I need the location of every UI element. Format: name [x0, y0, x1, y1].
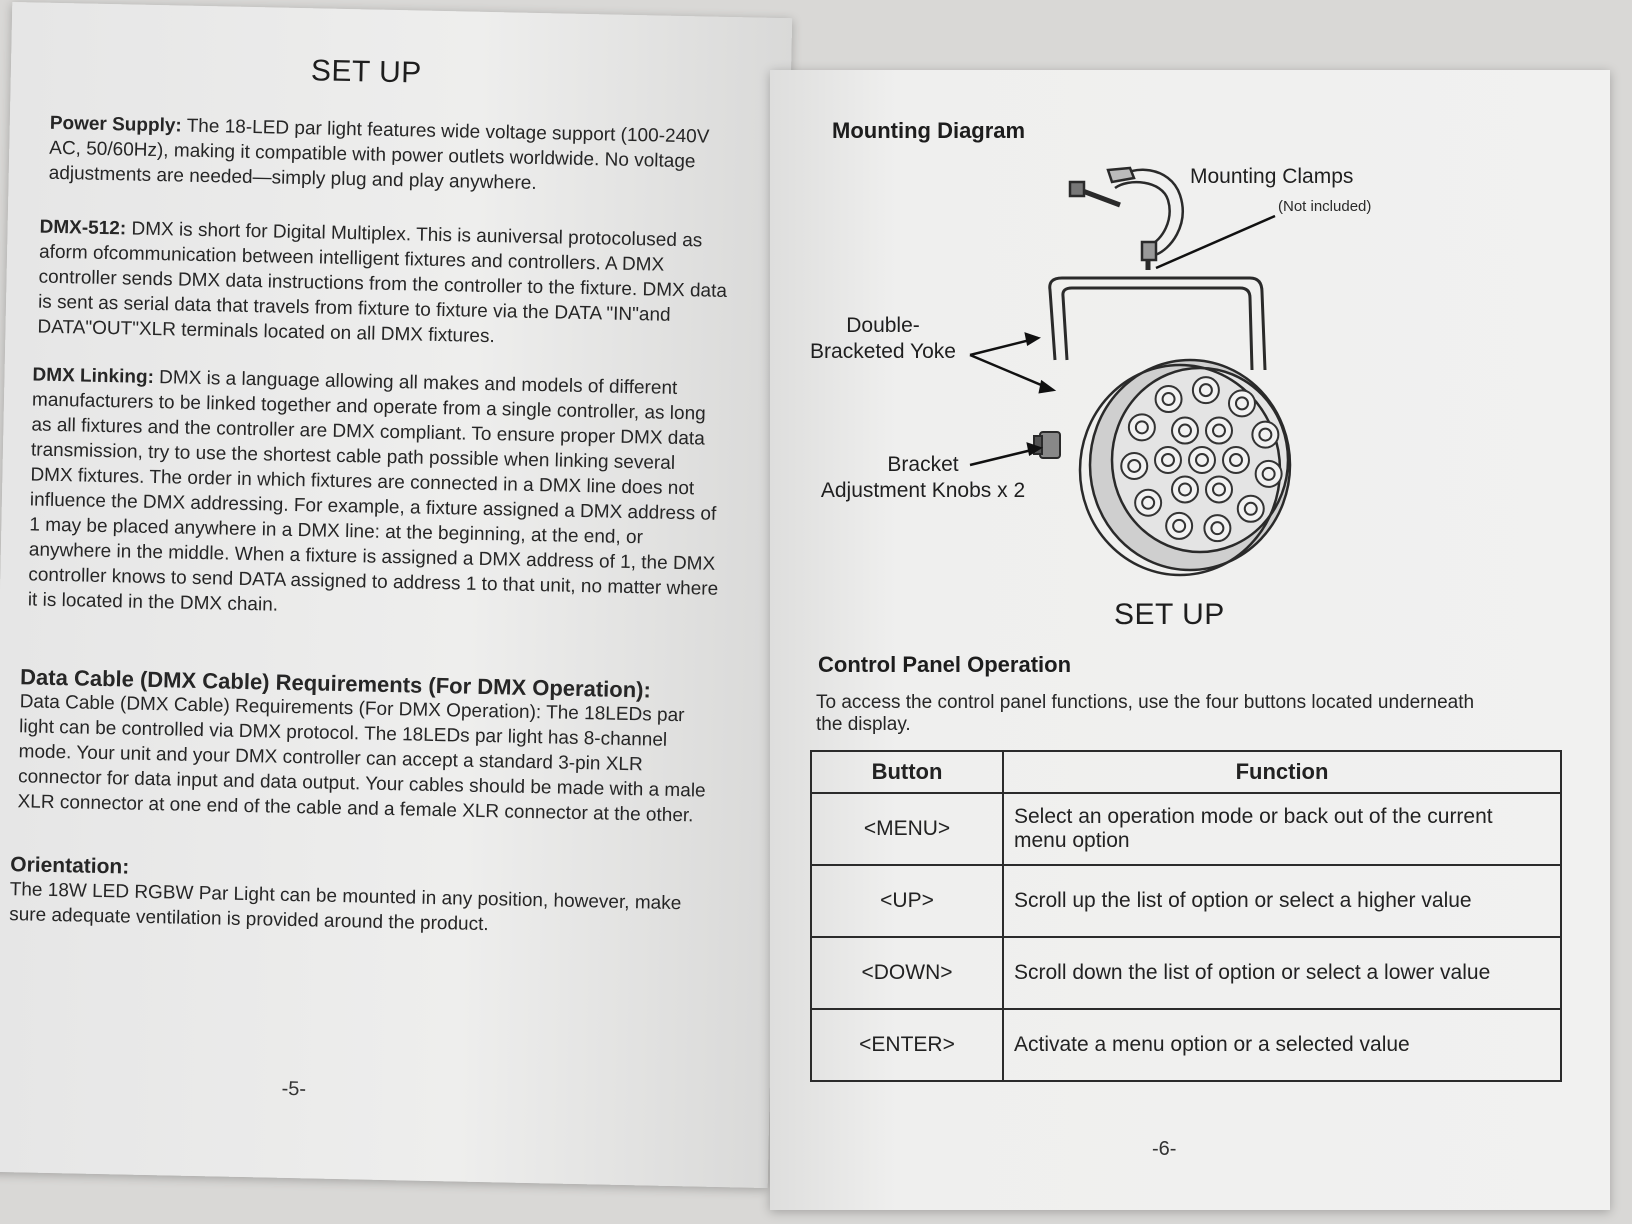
up-function-cell: Scroll up the list of option or select a…	[1002, 864, 1562, 938]
menu-button-cell: <MENU>	[810, 792, 1004, 866]
up-button-cell: <UP>	[810, 864, 1004, 938]
led-lens-inner	[1212, 482, 1226, 497]
mounting-diagram-heading: Mounting Diagram	[832, 118, 1026, 143]
led-lens-inner	[1198, 383, 1213, 398]
dmx512-paragraph: DMX-512: DMX is short for Digital Multip…	[37, 215, 744, 355]
enter-button-cell: <ENTER>	[810, 1008, 1004, 1082]
power-supply-label: Power Supply:	[49, 112, 182, 137]
left-page: SET UP Power Supply: The 18-LED par ligh…	[0, 1, 793, 1189]
led-lens-inner	[1243, 501, 1258, 516]
left-page-number: -5-	[281, 1077, 307, 1101]
yoke-label-line1: Double-	[846, 314, 920, 337]
menu-function-cell: Select an operation mode or back out of …	[1002, 792, 1562, 866]
led-lens	[1171, 416, 1199, 445]
enter-function-cell: Activate a menu option or a selected val…	[1002, 1008, 1562, 1082]
dmx512-label: DMX-512:	[39, 216, 127, 240]
led-lens-inner	[1234, 396, 1249, 411]
led-lens	[1191, 376, 1220, 405]
dmx-linking-paragraph: DMX Linking: DMX is a language allowing …	[28, 362, 723, 626]
left-page-title: SET UP	[310, 54, 423, 90]
right-page: Mounting Diagram	[770, 70, 1610, 1210]
data-cable-paragraph: Data Cable (DMX Cable) Requirements (For…	[17, 664, 720, 829]
led-lens	[1127, 413, 1156, 442]
control-panel-intro: To access the control panel functions, u…	[816, 692, 1475, 735]
mounting-clamp-icon	[1068, 166, 1184, 270]
not-included-label: (Not included)	[1278, 198, 1372, 215]
right-page-number: -6-	[1152, 1138, 1177, 1160]
orientation-paragraph: Orientation:The 18W LED RGBW Par Light c…	[9, 852, 710, 942]
par-light-mounting-diagram	[969, 166, 1292, 577]
led-lens-inner	[1134, 420, 1149, 435]
led-lens-inner	[1212, 423, 1226, 438]
led-lens	[1165, 511, 1194, 540]
power-supply-paragraph: Power Supply: The 18-LED par light featu…	[48, 111, 739, 200]
led-lens-inner	[1261, 466, 1276, 481]
led-lens-inner	[1141, 495, 1156, 510]
pointer-lines	[969, 214, 1276, 467]
table-row: <MENU> Select an operation mode or back …	[810, 792, 1562, 866]
dmx-linking-label: DMX Linking:	[32, 364, 155, 389]
knobs-label-line2: Adjustment Knobs x 2	[820, 479, 1026, 502]
yoke-icon	[1048, 276, 1267, 371]
led-lens	[1203, 514, 1232, 543]
table-row: <DOWN> Scroll down the list of option or…	[810, 936, 1562, 1010]
led-lens	[1205, 416, 1233, 445]
led-lens-inner	[1195, 453, 1209, 467]
yoke-label-line2: Bracketed Yoke	[810, 340, 956, 363]
led-lens	[1222, 446, 1250, 474]
table-header-button: Button	[810, 750, 1004, 794]
control-panel-table: Button Function <MENU> Select an operati…	[810, 750, 1562, 1082]
led-lens	[1236, 494, 1265, 523]
led-lens	[1188, 446, 1216, 474]
led-array	[1120, 376, 1283, 543]
led-lens-inner	[1258, 427, 1273, 442]
control-panel-heading: Control Panel Operation	[818, 652, 1072, 677]
led-lens-inner	[1161, 392, 1176, 407]
knobs-label-line1: Bracket	[887, 453, 959, 476]
led-lens	[1227, 389, 1256, 418]
led-lens	[1154, 446, 1182, 474]
led-lens-inner	[1229, 453, 1243, 467]
dmx512-text: DMX is short for Digital Multiplex. This…	[37, 218, 728, 348]
led-lens-inner	[1178, 482, 1192, 497]
led-lens	[1134, 488, 1163, 517]
knobs-label: Bracket Adjustment Knobs x 2	[798, 452, 1048, 504]
led-lens-inner	[1178, 423, 1192, 438]
table-row: <UP> Scroll up the list of option or sel…	[810, 864, 1562, 938]
table-row: <ENTER> Activate a menu option or a sele…	[810, 1008, 1562, 1082]
led-lens-inner	[1127, 458, 1142, 473]
led-lens	[1171, 475, 1199, 504]
led-lens-inner	[1161, 453, 1175, 467]
dmx-linking-text: DMX is a language allowing all makes and…	[27, 367, 719, 616]
led-lens	[1251, 420, 1280, 449]
down-button-cell: <DOWN>	[810, 936, 1004, 1010]
led-lens	[1154, 385, 1183, 414]
down-function-cell: Scroll down the list of option or select…	[1002, 936, 1562, 1010]
yoke-label: Double- Bracketed Yoke	[798, 313, 968, 365]
table-header-function: Function	[1002, 750, 1562, 794]
mounting-clamps-label: Mounting Clamps	[1190, 165, 1354, 188]
led-lens	[1205, 475, 1233, 504]
led-lens	[1254, 459, 1283, 488]
led-lens	[1120, 451, 1149, 480]
data-cable-text: Data Cable (DMX Cable) Requirements (For…	[17, 691, 706, 827]
led-lens-inner	[1172, 518, 1187, 533]
right-setup-title: SET UP	[1114, 598, 1225, 631]
led-lens-inner	[1210, 521, 1225, 536]
